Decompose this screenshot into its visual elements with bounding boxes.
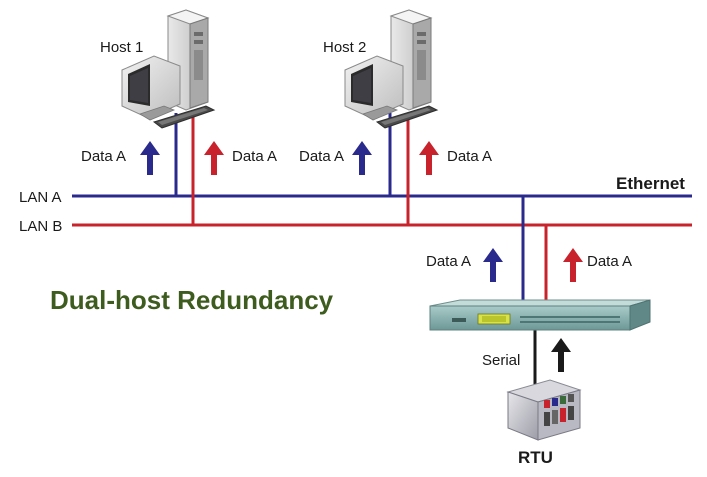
- serial-label: Serial: [482, 352, 520, 369]
- serial-arrow-up-icon: [551, 338, 571, 372]
- rtu-icon: [506, 379, 582, 441]
- host1-blue-data-label: Data A: [81, 148, 126, 165]
- host2-label: Host 2: [323, 39, 366, 56]
- host1-red-arrow-up-icon: [204, 141, 224, 175]
- diagram-title: Dual-host Redundancy: [50, 285, 334, 315]
- host2-computer-icon: [344, 9, 438, 129]
- host2-red-data-label: Data A: [447, 148, 492, 165]
- device-blue-arrow-up-icon: [483, 248, 503, 282]
- device-red-arrow-up-icon: [563, 248, 583, 282]
- host1-blue-arrow-up-icon: [140, 141, 160, 175]
- lan-a-label: LAN A: [19, 189, 62, 206]
- host2-blue-data-label: Data A: [299, 148, 344, 165]
- host1-computer-icon: [121, 9, 215, 129]
- rtu-label: RTU: [518, 448, 553, 467]
- device-red-data-label: Data A: [587, 253, 632, 270]
- host1-red-data-label: Data A: [232, 148, 277, 165]
- host2-blue-arrow-up-icon: [352, 141, 372, 175]
- lan-b-label: LAN B: [19, 218, 62, 235]
- ethernet-label: Ethernet: [616, 174, 685, 193]
- device-server-icon: [429, 299, 651, 331]
- host1-label: Host 1: [100, 39, 143, 56]
- device-blue-data-label: Data A: [426, 253, 471, 270]
- host2-red-arrow-up-icon: [419, 141, 439, 175]
